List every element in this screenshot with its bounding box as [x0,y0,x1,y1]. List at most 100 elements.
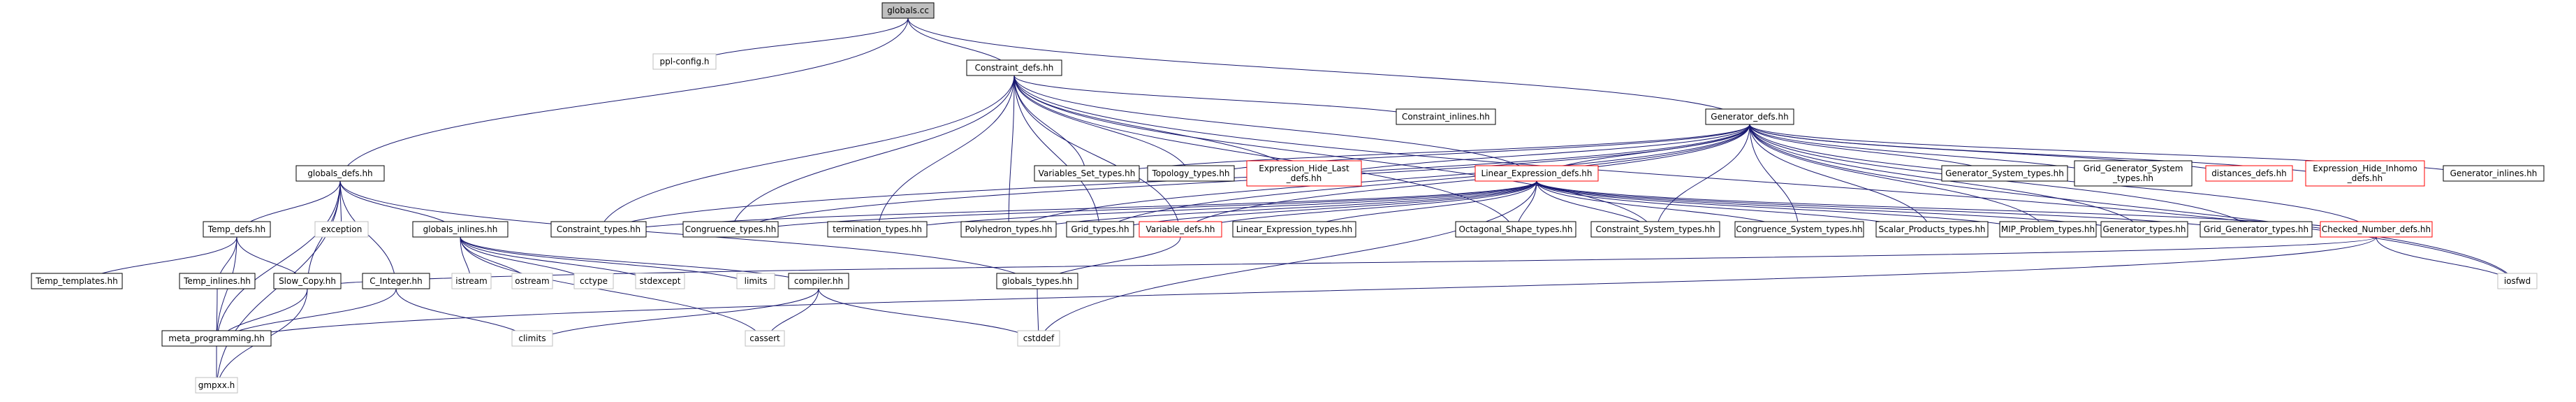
node-label: Temp_templates.hh [35,276,117,286]
node-termination_types[interactable]: termination_types.hh [827,221,928,238]
node-mip_problem_types[interactable]: MIP_Problem_types.hh [1999,221,2097,238]
node-slow_copy[interactable]: Slow_Copy.hh [273,273,342,289]
node-topology_types[interactable]: Topology_types.hh [1147,165,1235,182]
edge-generator_defs-to-congruence_types [728,124,1750,238]
edge-linear_expr_defs-to-congruence_types [728,180,1537,238]
node-label: Temp_defs.hh [207,224,265,234]
edge-generator_defs-to-constraint_system_types [1653,124,1750,238]
node-constraint_system_types[interactable]: Constraint_System_types.hh [1590,221,1720,238]
node-distances_defs[interactable]: distances_defs.hh [2205,165,2293,182]
node-label: Generator_defs.hh [1711,112,1788,122]
edge-generator_defs-to-scalar_products_types [1749,124,1935,238]
node-variable_defs[interactable]: Variable_defs.hh [1139,221,1222,238]
node-box [1875,221,1989,238]
node-box [179,273,256,289]
node-congruence_system_types[interactable]: Congruence_System_types.hh [1734,221,1864,238]
edge-constraint_defs-to-polyhedron_types [1006,75,1015,238]
edge-checked_number_defs-to-slow_copy [305,236,2377,289]
node-box [2200,221,2313,238]
node-label: Variables_Set_types.hh [1039,168,1136,178]
edge-linear_expr_defs-to-constraint_types [596,180,1537,238]
node-label: Constraint_inlines.hh [1402,112,1490,122]
node-temp_inlines[interactable]: Temp_inlines.hh [179,273,256,289]
node-linear_expr_types[interactable]: Linear_Expression_types.hh [1232,221,1356,238]
node-label: compiler.hh [794,276,843,286]
node-box [996,273,1078,289]
node-congruence_types[interactable]: Congruence_types.hh [682,221,779,238]
node-iosfwd[interactable]: iosfwd [2497,273,2538,289]
node-label: Polyhedron_types.hh [965,224,1053,234]
edge-constraint_defs-to-linear_expr_defs [1013,75,1539,182]
node-istream[interactable]: istream [451,273,492,289]
edge-temp_defs-to-meta_programming [214,236,237,347]
node-linear_expr_defs[interactable]: Linear_Expression_defs.hh [1474,165,1599,182]
node-label: Temp_inlines.hh [183,276,251,286]
node-gen_system_types[interactable]: Generator_System_types.hh [1941,165,2068,182]
node-label: globals_types.hh [1002,276,1073,286]
edge-constraint_defs-to-termination_types [874,75,1015,238]
node-globals_cc: globals.cc [881,2,935,19]
node-grid_gen_system_types[interactable]: Grid_Generator_System_types.hh [2074,160,2193,187]
node-globals_defs[interactable]: globals_defs.hh [295,165,385,182]
node-label: Scalar_Products_types.hh [1878,224,1985,234]
node-label: MIP_Problem_types.hh [2001,224,2095,234]
node-label: Grid_Generator_System [2084,164,2183,173]
node-box [1066,221,1134,238]
node-label: globals_defs.hh [307,168,372,178]
node-label: Grid_Generator_types.hh [2204,224,2308,234]
node-constraint_defs[interactable]: Constraint_defs.hh [966,59,1062,76]
node-stdexcept[interactable]: stdexcept [635,273,685,289]
edge-generator_defs-to-grid_types [1097,124,1750,238]
node-c_integer[interactable]: C_Integer.hh [362,273,430,289]
node-label: istream [455,276,487,286]
node-label: ostream [515,276,549,286]
node-box [2205,165,2293,182]
edge-globals_cc-to-globals_defs [337,17,909,182]
node-limits[interactable]: limits [736,273,775,289]
edge-checked_number_defs-to-iosfwd [2376,236,2520,289]
node-label: Variable_defs.hh [1146,224,1215,234]
node-grid_types[interactable]: Grid_types.hh [1066,221,1134,238]
node-ppl_config[interactable]: ppl-config.h [652,53,717,70]
node-constraint_types[interactable]: Constraint_types.hh [550,221,647,238]
node-globals_types[interactable]: globals_types.hh [996,273,1078,289]
node-exception[interactable]: exception [314,221,369,238]
node-expr_hide_last[interactable]: Expression_Hide_Last_defs.hh [1246,160,1362,187]
node-polyhedron_types[interactable]: Polyhedron_types.hh [960,221,1057,238]
node-gmpxx[interactable]: gmpxx.h [195,377,238,394]
node-generator_types[interactable]: Generator_types.hh [2100,221,2188,238]
node-cstddef[interactable]: cstddef [1017,330,1060,347]
node-box [273,273,342,289]
node-expr_hide_inhomo[interactable]: Expression_Hide_Inhomo_defs.hh [2305,160,2425,187]
node-ostream[interactable]: ostream [511,273,553,289]
node-label: Expression_Hide_Inhomo [2313,164,2417,173]
node-scalar_products_types[interactable]: Scalar_Products_types.hh [1875,221,1989,238]
node-label: iosfwd [2504,276,2531,286]
node-label: Topology_types.hh [1151,168,1229,178]
node-label: Constraint_defs.hh [975,63,1054,73]
node-constraint_inlines[interactable]: Constraint_inlines.hh [1396,108,1496,125]
node-climits[interactable]: climits [511,330,553,347]
node-generator_inlines[interactable]: Generator_inlines.hh [2443,165,2545,182]
node-octagonal_shape_types[interactable]: Octagonal_Shape_types.hh [1455,221,1576,238]
edge-constraint_defs-to-octagonal_shape_types [1013,75,1518,238]
node-generator_defs[interactable]: Generator_defs.hh [1705,108,1794,125]
node-label: cstddef [1023,333,1055,343]
node-globals_inlines[interactable]: globals_inlines.hh [412,221,508,238]
node-label: Linear_Expression_types.hh [1236,224,1353,234]
edge-generator_defs-to-congruence_system_types [1749,124,1802,238]
node-variables_set[interactable]: Variables_Set_types.hh [1034,165,1140,182]
node-cctype[interactable]: cctype [573,273,614,289]
node-label: _defs.hh [1286,173,1322,183]
node-box [635,273,685,289]
node-box [2443,165,2545,182]
node-meta_programming[interactable]: meta_programming.hh [161,330,272,347]
node-compiler[interactable]: compiler.hh [788,273,849,289]
edge-globals_inlines-to-cassert [460,236,768,347]
node-temp_defs[interactable]: Temp_defs.hh [203,221,271,238]
edge-generator_defs-to-variable_defs [1178,124,1750,238]
node-cassert[interactable]: cassert [745,330,785,347]
node-temp_templates[interactable]: Temp_templates.hh [31,273,123,289]
node-checked_number_defs[interactable]: Checked_Number_defs.hh [2320,221,2433,238]
node-grid_generator_types[interactable]: Grid_Generator_types.hh [2200,221,2313,238]
